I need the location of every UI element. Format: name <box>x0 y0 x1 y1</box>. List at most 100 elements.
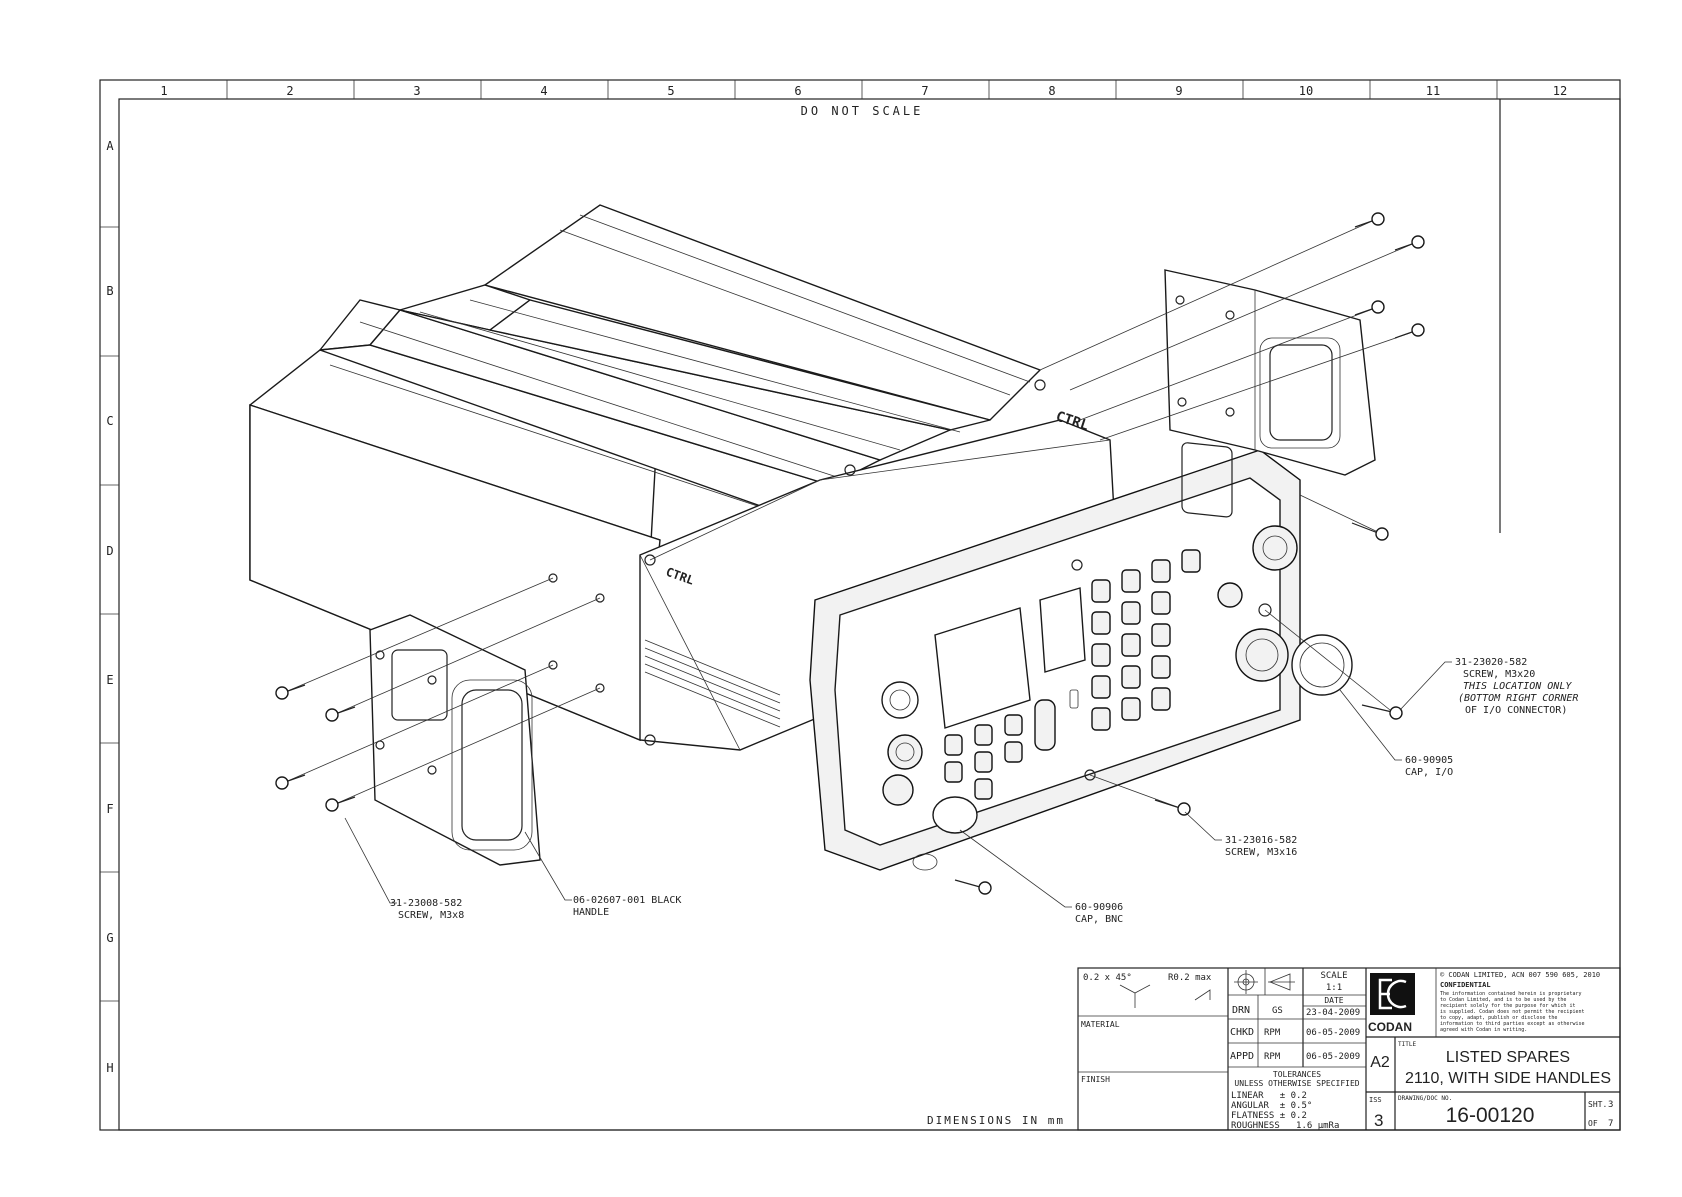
appd-label: APPD <box>1230 1051 1254 1062</box>
callout-screw-m3x20: 31-23020-582 SCREW, M3x20 THIS LOCATION … <box>1399 657 1578 716</box>
side-handle-right <box>1164 269 1376 518</box>
drn-date: 23-04-2009 <box>1306 1008 1360 1018</box>
screw-icon <box>325 796 356 812</box>
appd-date: 06-05-2009 <box>1306 1052 1360 1062</box>
display-window-small <box>1039 587 1086 673</box>
bnc-cap <box>932 796 978 834</box>
screw-icon <box>1394 323 1425 339</box>
ctrl-connector <box>1252 525 1298 571</box>
screw-icon <box>1394 235 1425 251</box>
screws-front <box>954 609 1403 895</box>
finish-label: FINISH <box>1081 1075 1110 1084</box>
projection-symbol-icon <box>1234 970 1295 994</box>
confidential-line: to copy, adapt, publish or disclose the <box>1440 1015 1557 1021</box>
drawing-title-line1: LISTED SPARES <box>1446 1049 1570 1066</box>
callout-cap-bnc: 60-90906 CAP, BNC <box>959 829 1123 925</box>
issue-label: ISS <box>1369 1096 1382 1104</box>
col-label: 6 <box>794 84 801 98</box>
front-panel <box>809 449 1353 871</box>
codan-logo-icon <box>1370 973 1415 1015</box>
col-label: 3 <box>413 84 420 98</box>
doc-no-label: DRAWING/DOC NO. <box>1398 1095 1452 1102</box>
col-label: 2 <box>286 84 293 98</box>
tolerance-flatness: FLATNESS ± 0.2 <box>1231 1111 1307 1121</box>
row-label: C <box>106 414 113 428</box>
chamfer-note: 0.2 x 45° <box>1083 973 1132 983</box>
screw-icon <box>1154 799 1191 816</box>
io-connector <box>1235 628 1289 682</box>
chkd-label: CHKD <box>1230 1027 1254 1038</box>
row-label: B <box>106 284 113 298</box>
confidential-line: is supplied. Codan does not permit the r… <box>1440 1009 1585 1015</box>
col-label: 10 <box>1299 84 1313 98</box>
callout-description: HANDLE <box>573 907 609 918</box>
row-label: G <box>106 931 113 945</box>
callout-part-number: 31-23008-582 <box>390 898 462 909</box>
sheet-number: 3 <box>1608 1100 1613 1110</box>
drawing-title-line2: 2110, WITH SIDE HANDLES <box>1405 1070 1611 1087</box>
row-zone-labels: A B C D E F G H <box>100 139 119 1075</box>
confidential-title: CONFIDENTIAL <box>1440 981 1491 989</box>
sheet-size: A2 <box>1370 1054 1390 1071</box>
material-label: MATERIAL <box>1081 1020 1120 1029</box>
confidential-line: to Codan Limited, and is to be used by t… <box>1440 997 1566 1003</box>
sheet-label: SHT. <box>1588 1100 1607 1109</box>
screw-icon <box>1354 212 1385 228</box>
callout-cap-io: 60-90905 CAP, I/O <box>1339 689 1453 778</box>
col-label: 7 <box>921 84 928 98</box>
sheet-frame <box>99 79 1621 1131</box>
tolerance-angular: ANGULAR ± 0.5° <box>1231 1101 1312 1111</box>
row-label: H <box>106 1061 113 1075</box>
sheet-of-label: OF <box>1588 1119 1598 1128</box>
scale-value: 1:1 <box>1326 983 1342 993</box>
row-label: A <box>106 139 114 153</box>
scale-label: SCALE <box>1320 971 1347 981</box>
volume-knob <box>881 681 919 719</box>
rotary-switch <box>1217 582 1243 608</box>
dimensions-note: DIMENSIONS IN mm <box>927 1114 1065 1127</box>
keypad <box>944 549 1201 800</box>
confidential-line: agreed with Codan in writing. <box>1440 1027 1527 1033</box>
callout-part-number: 31-23020-582 <box>1455 657 1527 668</box>
drn-label: DRN <box>1232 1005 1250 1016</box>
screw-icon <box>275 774 306 790</box>
callout-description: SCREW, M3x20 <box>1463 669 1535 680</box>
tolerance-linear: LINEAR ± 0.2 <box>1231 1091 1307 1101</box>
bnc-connector <box>887 734 923 770</box>
callout-description: THIS LOCATION ONLY <box>1463 681 1572 692</box>
display-window <box>934 607 1031 729</box>
col-label: 1 <box>160 84 167 98</box>
side-handle-left <box>369 614 541 866</box>
callout-description: SCREW, M3x8 <box>398 910 464 921</box>
callout-description: (BOTTOM RIGHT CORNER <box>1458 693 1578 704</box>
radius-note: R0.2 max <box>1168 973 1212 983</box>
chkd-date: 06-05-2009 <box>1306 1028 1360 1038</box>
do-not-scale-note: DO NOT SCALE <box>801 104 924 118</box>
confidential-line: recipient solely for the purpose for whi… <box>1440 1003 1575 1009</box>
callout-part-number: 31-23016-582 <box>1225 835 1297 846</box>
doc-number: 16-00120 <box>1446 1104 1535 1127</box>
row-label: D <box>106 544 113 558</box>
col-label: 12 <box>1553 84 1567 98</box>
callout-description: CAP, I/O <box>1405 767 1453 778</box>
screw-icon <box>275 684 306 700</box>
chkd-by: RPM <box>1264 1028 1281 1038</box>
callout-description: CAP, BNC <box>1075 914 1123 925</box>
title-block: 0.2 x 45° R0.2 max MATERIAL FINISH SCALE… <box>1077 967 1621 1131</box>
screw-icon <box>954 879 992 895</box>
copyright: © CODAN LIMITED, ACN 007 590 605, 2010 <box>1440 971 1600 979</box>
tolerance-roughness: ROUGHNESS 1.6 µmRa <box>1231 1121 1339 1131</box>
issue-value: 3 <box>1374 1111 1383 1130</box>
screws-left-handle <box>275 577 601 812</box>
io-cap <box>1291 634 1353 696</box>
tolerances-sub: UNLESS OTHERWISE SPECIFIED <box>1234 1079 1359 1088</box>
screw-icon <box>1351 522 1389 541</box>
row-label: E <box>106 673 113 687</box>
screw-icon <box>1361 704 1403 720</box>
col-label: 9 <box>1175 84 1182 98</box>
col-label: 4 <box>540 84 547 98</box>
radio-unit: CTRL CTRL <box>249 204 1121 751</box>
callout-handle: 06-02607-001 BLACK HANDLE <box>524 831 681 918</box>
screw-icon <box>325 706 356 722</box>
